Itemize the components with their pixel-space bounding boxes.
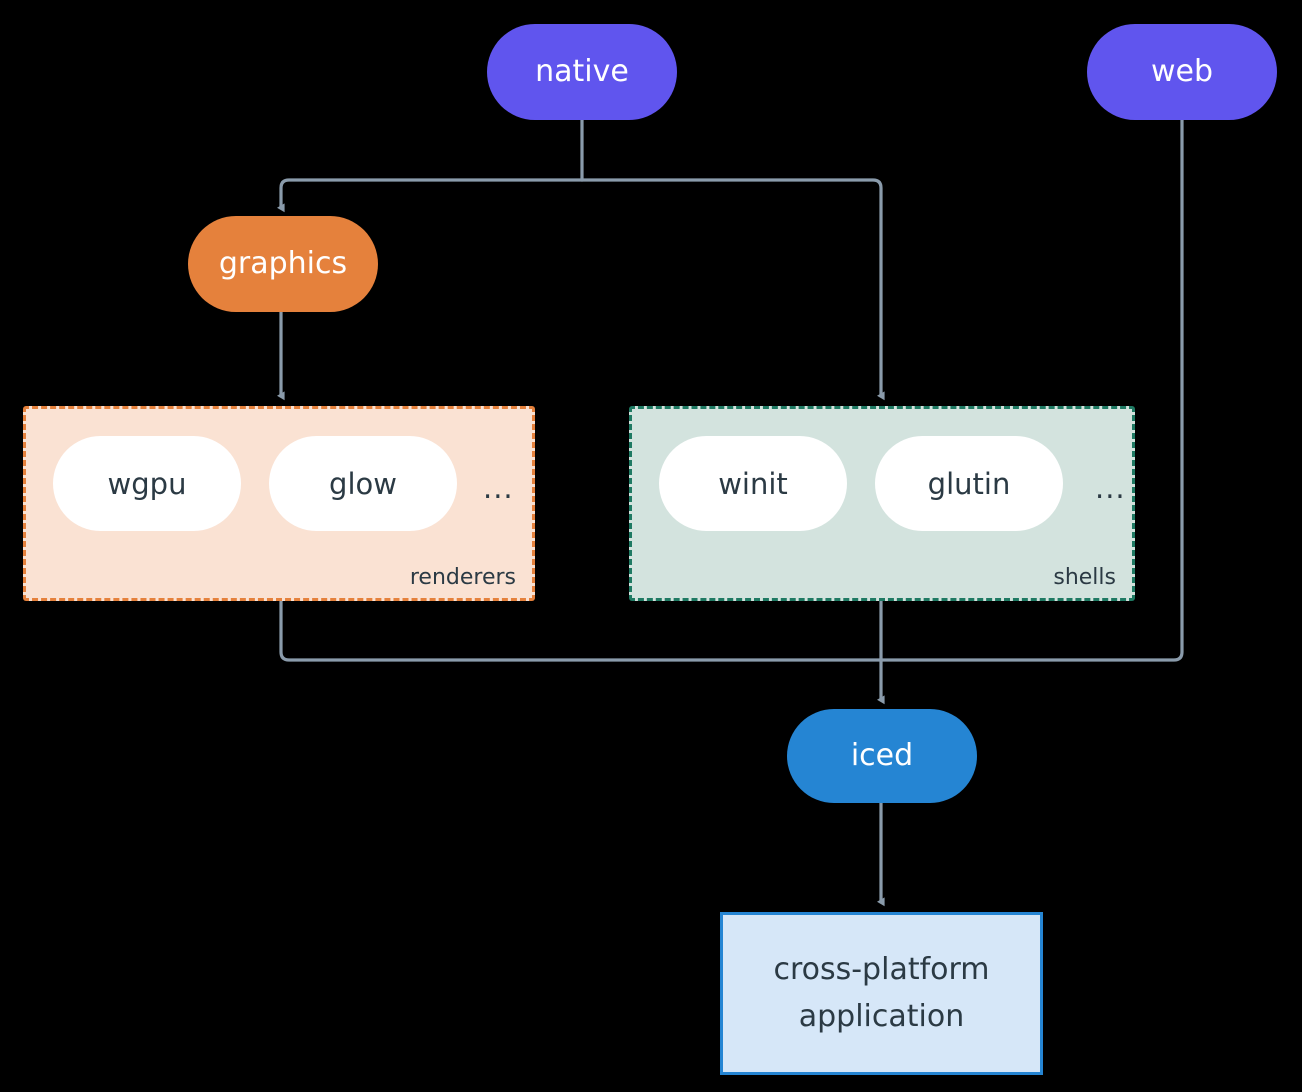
node-web[interactable]: web <box>1087 24 1277 120</box>
edge-native-to-graphics <box>277 178 584 213</box>
chip-wgpu-label: wgpu <box>107 466 187 501</box>
shells-overflow-ellipsis: ... <box>1095 471 1126 505</box>
group-shells-caption: shells <box>1053 565 1116 590</box>
group-renderers-caption: renderers <box>409 565 516 590</box>
node-iced[interactable]: iced <box>787 709 977 803</box>
group-shells: winit glutin ... shells <box>629 406 1135 601</box>
node-native-label: native <box>535 53 629 89</box>
chip-wgpu[interactable]: wgpu <box>53 436 241 531</box>
chip-winit-label: winit <box>718 466 788 501</box>
node-cross-platform-application[interactable]: cross-platform application <box>720 912 1043 1075</box>
node-graphics[interactable]: graphics <box>188 216 378 312</box>
group-renderers: wgpu glow ... renderers <box>23 406 535 601</box>
chip-glutin-label: glutin <box>927 466 1011 501</box>
node-web-label: web <box>1150 53 1214 89</box>
node-application-label: cross-platform application <box>773 952 990 1034</box>
chip-glow-label: glow <box>329 466 397 501</box>
node-iced-label: iced <box>850 737 914 773</box>
edge-renderers-to-iced <box>279 599 883 662</box>
chip-glow[interactable]: glow <box>269 436 457 531</box>
edge-native-to-shells <box>580 178 885 401</box>
chip-winit[interactable]: winit <box>659 436 847 531</box>
node-native[interactable]: native <box>487 24 677 120</box>
node-graphics-label: graphics <box>218 245 348 281</box>
renderers-overflow-ellipsis: ... <box>483 471 514 505</box>
chip-glutin[interactable]: glutin <box>875 436 1063 531</box>
